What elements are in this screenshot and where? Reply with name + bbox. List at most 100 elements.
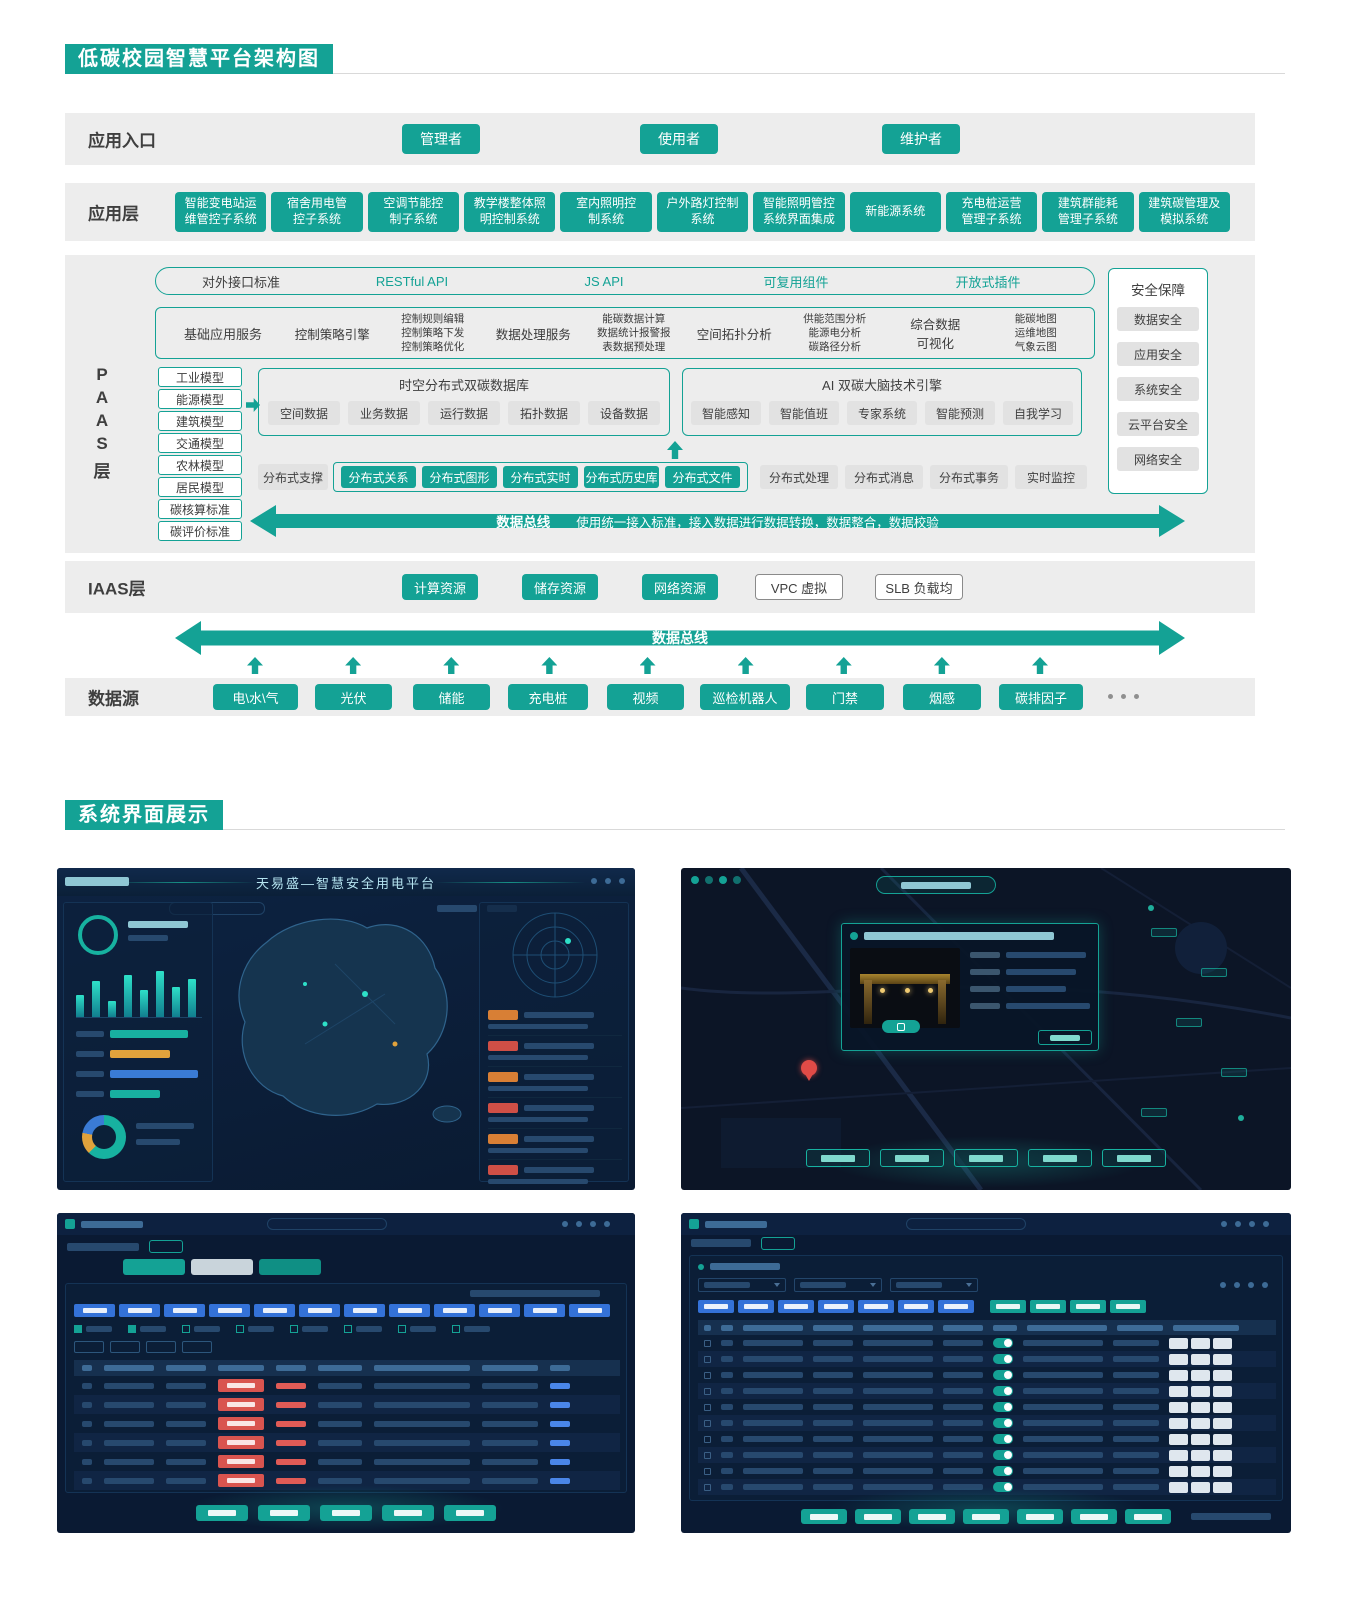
iaas-resource: 网络资源 (642, 574, 718, 600)
alarm-value-placeholder (276, 1382, 306, 1389)
cell-placeholder (318, 1420, 362, 1427)
api-item: 开放式插件 (955, 274, 1021, 290)
cell-placeholder (166, 1420, 206, 1427)
table-row (698, 1463, 1276, 1479)
bar (92, 981, 100, 1017)
api-standards-label: 对外接口标准 (201, 274, 280, 290)
table-row (698, 1431, 1276, 1447)
cell-placeholder (863, 1356, 933, 1362)
showcase-divider (65, 829, 1285, 830)
text-placeholder (1050, 1034, 1080, 1041)
table-row (74, 1433, 620, 1452)
logo-placeholder (65, 877, 129, 886)
left-stats-panel (63, 902, 213, 1182)
app-navbar (681, 1213, 1291, 1235)
cell-placeholder (721, 1372, 733, 1378)
app-system: 宿舍用电管 控子系统 (271, 192, 363, 232)
text-placeholder (1080, 1513, 1108, 1520)
action-chip (738, 1300, 774, 1313)
model-item: 农林模型 (158, 455, 242, 475)
security-title: 安全保障 (1131, 283, 1185, 298)
field-value (1006, 1003, 1090, 1009)
pagination-placeholder (1191, 1513, 1271, 1520)
ai-item: 自我学习 (1003, 401, 1073, 425)
col-header (550, 1365, 570, 1371)
bar (76, 995, 84, 1017)
row-action-buttons (1169, 1481, 1232, 1493)
app-layer-row: 应用层 智能变电站运 维管控子系统 宿舍用电管 控子系统 空调节能控 制子系统 … (65, 183, 1255, 241)
h-bar (110, 1070, 198, 1078)
cell-placeholder (318, 1439, 362, 1446)
bar (156, 971, 164, 1017)
cell-placeholder (482, 1439, 538, 1446)
distributed-item: 分布式历史库 (584, 466, 659, 488)
text-placeholder (352, 1308, 377, 1313)
text-placeholder (488, 1086, 588, 1091)
action-button (909, 1509, 955, 1524)
text-placeholder (394, 1510, 422, 1516)
cell-placeholder (813, 1388, 853, 1394)
text-placeholder (488, 1055, 588, 1060)
cell-placeholder (374, 1458, 470, 1465)
checkbox-icon (398, 1325, 406, 1333)
bar (124, 975, 132, 1017)
db-item: 运行数据 (428, 401, 500, 425)
row-button (1191, 1465, 1210, 1477)
paas-char: S (96, 434, 108, 453)
checkbox-filter (290, 1325, 328, 1333)
row-checkbox (704, 1371, 711, 1379)
source-item: 烟感 (903, 684, 981, 710)
alarm-value-placeholder (276, 1420, 306, 1427)
icon-dot (1249, 1221, 1255, 1227)
cell-placeholder (743, 1404, 803, 1410)
distributed-label: 分布式支撑 (258, 464, 328, 490)
row-button (1191, 1353, 1210, 1365)
model-item: 碳评价标准 (158, 521, 242, 541)
cell-placeholder (863, 1340, 933, 1346)
mini-button (74, 1341, 104, 1353)
brand-logo-icon (689, 1219, 699, 1229)
distributed-item: 分布式实时 (503, 466, 578, 488)
cell-placeholder (813, 1340, 853, 1346)
cell-placeholder (721, 1340, 733, 1346)
alarm-status-badge (218, 1398, 264, 1411)
service-item: 控制规则编辑 控制策略下发 控制策略优化 (401, 312, 465, 354)
table-row (698, 1367, 1276, 1383)
cell-placeholder (943, 1484, 983, 1490)
col-header (1027, 1324, 1107, 1331)
cell-placeholder (943, 1388, 983, 1394)
col-header (318, 1365, 362, 1371)
panel-title-placeholder (710, 1263, 780, 1270)
bus2-title: 数据总线 (652, 630, 708, 646)
action-button (1017, 1509, 1063, 1524)
checkbox-icon (182, 1325, 190, 1333)
bus-desc: 使用统一接入标准，接入数据进行数据转换，数据整合，数据校验 (576, 515, 939, 530)
alarm-tag (488, 1072, 518, 1082)
filter-chip (344, 1304, 385, 1317)
checkbox-filter (452, 1325, 490, 1333)
model-item: 居民模型 (158, 477, 242, 497)
iaas-slb: SLB 负载均 (875, 574, 963, 600)
cell-placeholder (318, 1477, 362, 1484)
icon-dot (562, 1221, 568, 1227)
icon-dot (576, 1221, 582, 1227)
action-button (801, 1509, 847, 1524)
alarm-tag (488, 1041, 518, 1051)
table-row (74, 1395, 620, 1414)
text-placeholder (524, 1012, 594, 1018)
row-button (1169, 1369, 1188, 1381)
text-placeholder (332, 1510, 360, 1516)
source-up-arrows (247, 657, 1048, 674)
text-placeholder (248, 1326, 274, 1332)
cell-placeholder (813, 1436, 853, 1442)
service-item: 控制策略引擎 (294, 327, 370, 342)
col-header (374, 1365, 470, 1371)
alarm-value-placeholder (276, 1458, 306, 1465)
gate-post (864, 980, 872, 1024)
text-placeholder (1036, 1304, 1060, 1309)
icon-dot (591, 878, 597, 884)
cell-placeholder (943, 1372, 983, 1378)
field-label (970, 952, 1000, 958)
decor-line (107, 882, 257, 883)
